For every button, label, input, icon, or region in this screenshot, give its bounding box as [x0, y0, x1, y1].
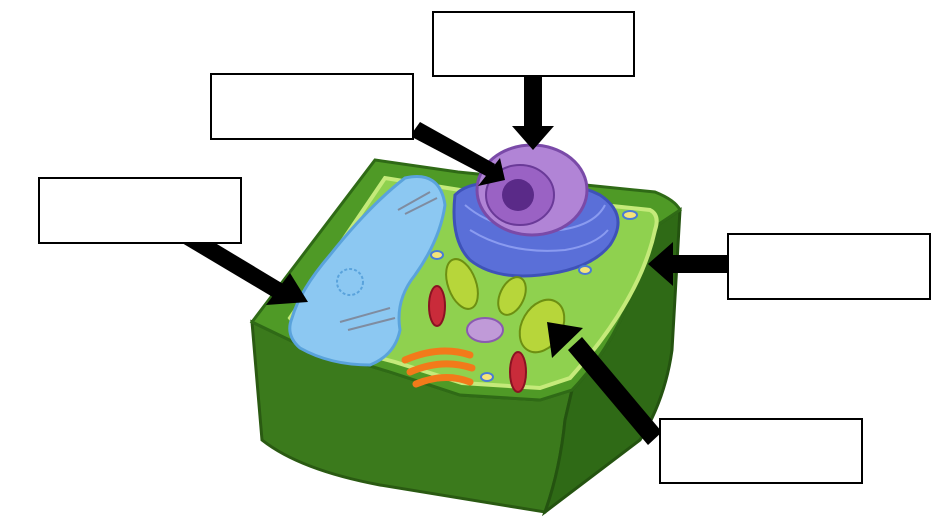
mitochondria [428, 285, 527, 393]
label-box-lower-right[interactable] [659, 418, 863, 484]
vesicle-purple [466, 317, 504, 343]
small-vesicles [430, 210, 638, 382]
label-box-right[interactable] [727, 233, 931, 300]
label-box-left[interactable] [38, 177, 242, 244]
arrow-upper-left [410, 122, 505, 186]
arrow-right [648, 242, 728, 286]
golgi-apparatus [401, 347, 476, 388]
arrow-lower-right [547, 322, 662, 445]
label-box-upper-left[interactable] [210, 73, 414, 140]
arrow-left [182, 229, 308, 305]
vacuole [288, 175, 447, 367]
arrow-top [512, 77, 554, 150]
nucleus [475, 143, 589, 237]
label-box-top[interactable] [432, 11, 635, 77]
arrows [182, 77, 728, 445]
